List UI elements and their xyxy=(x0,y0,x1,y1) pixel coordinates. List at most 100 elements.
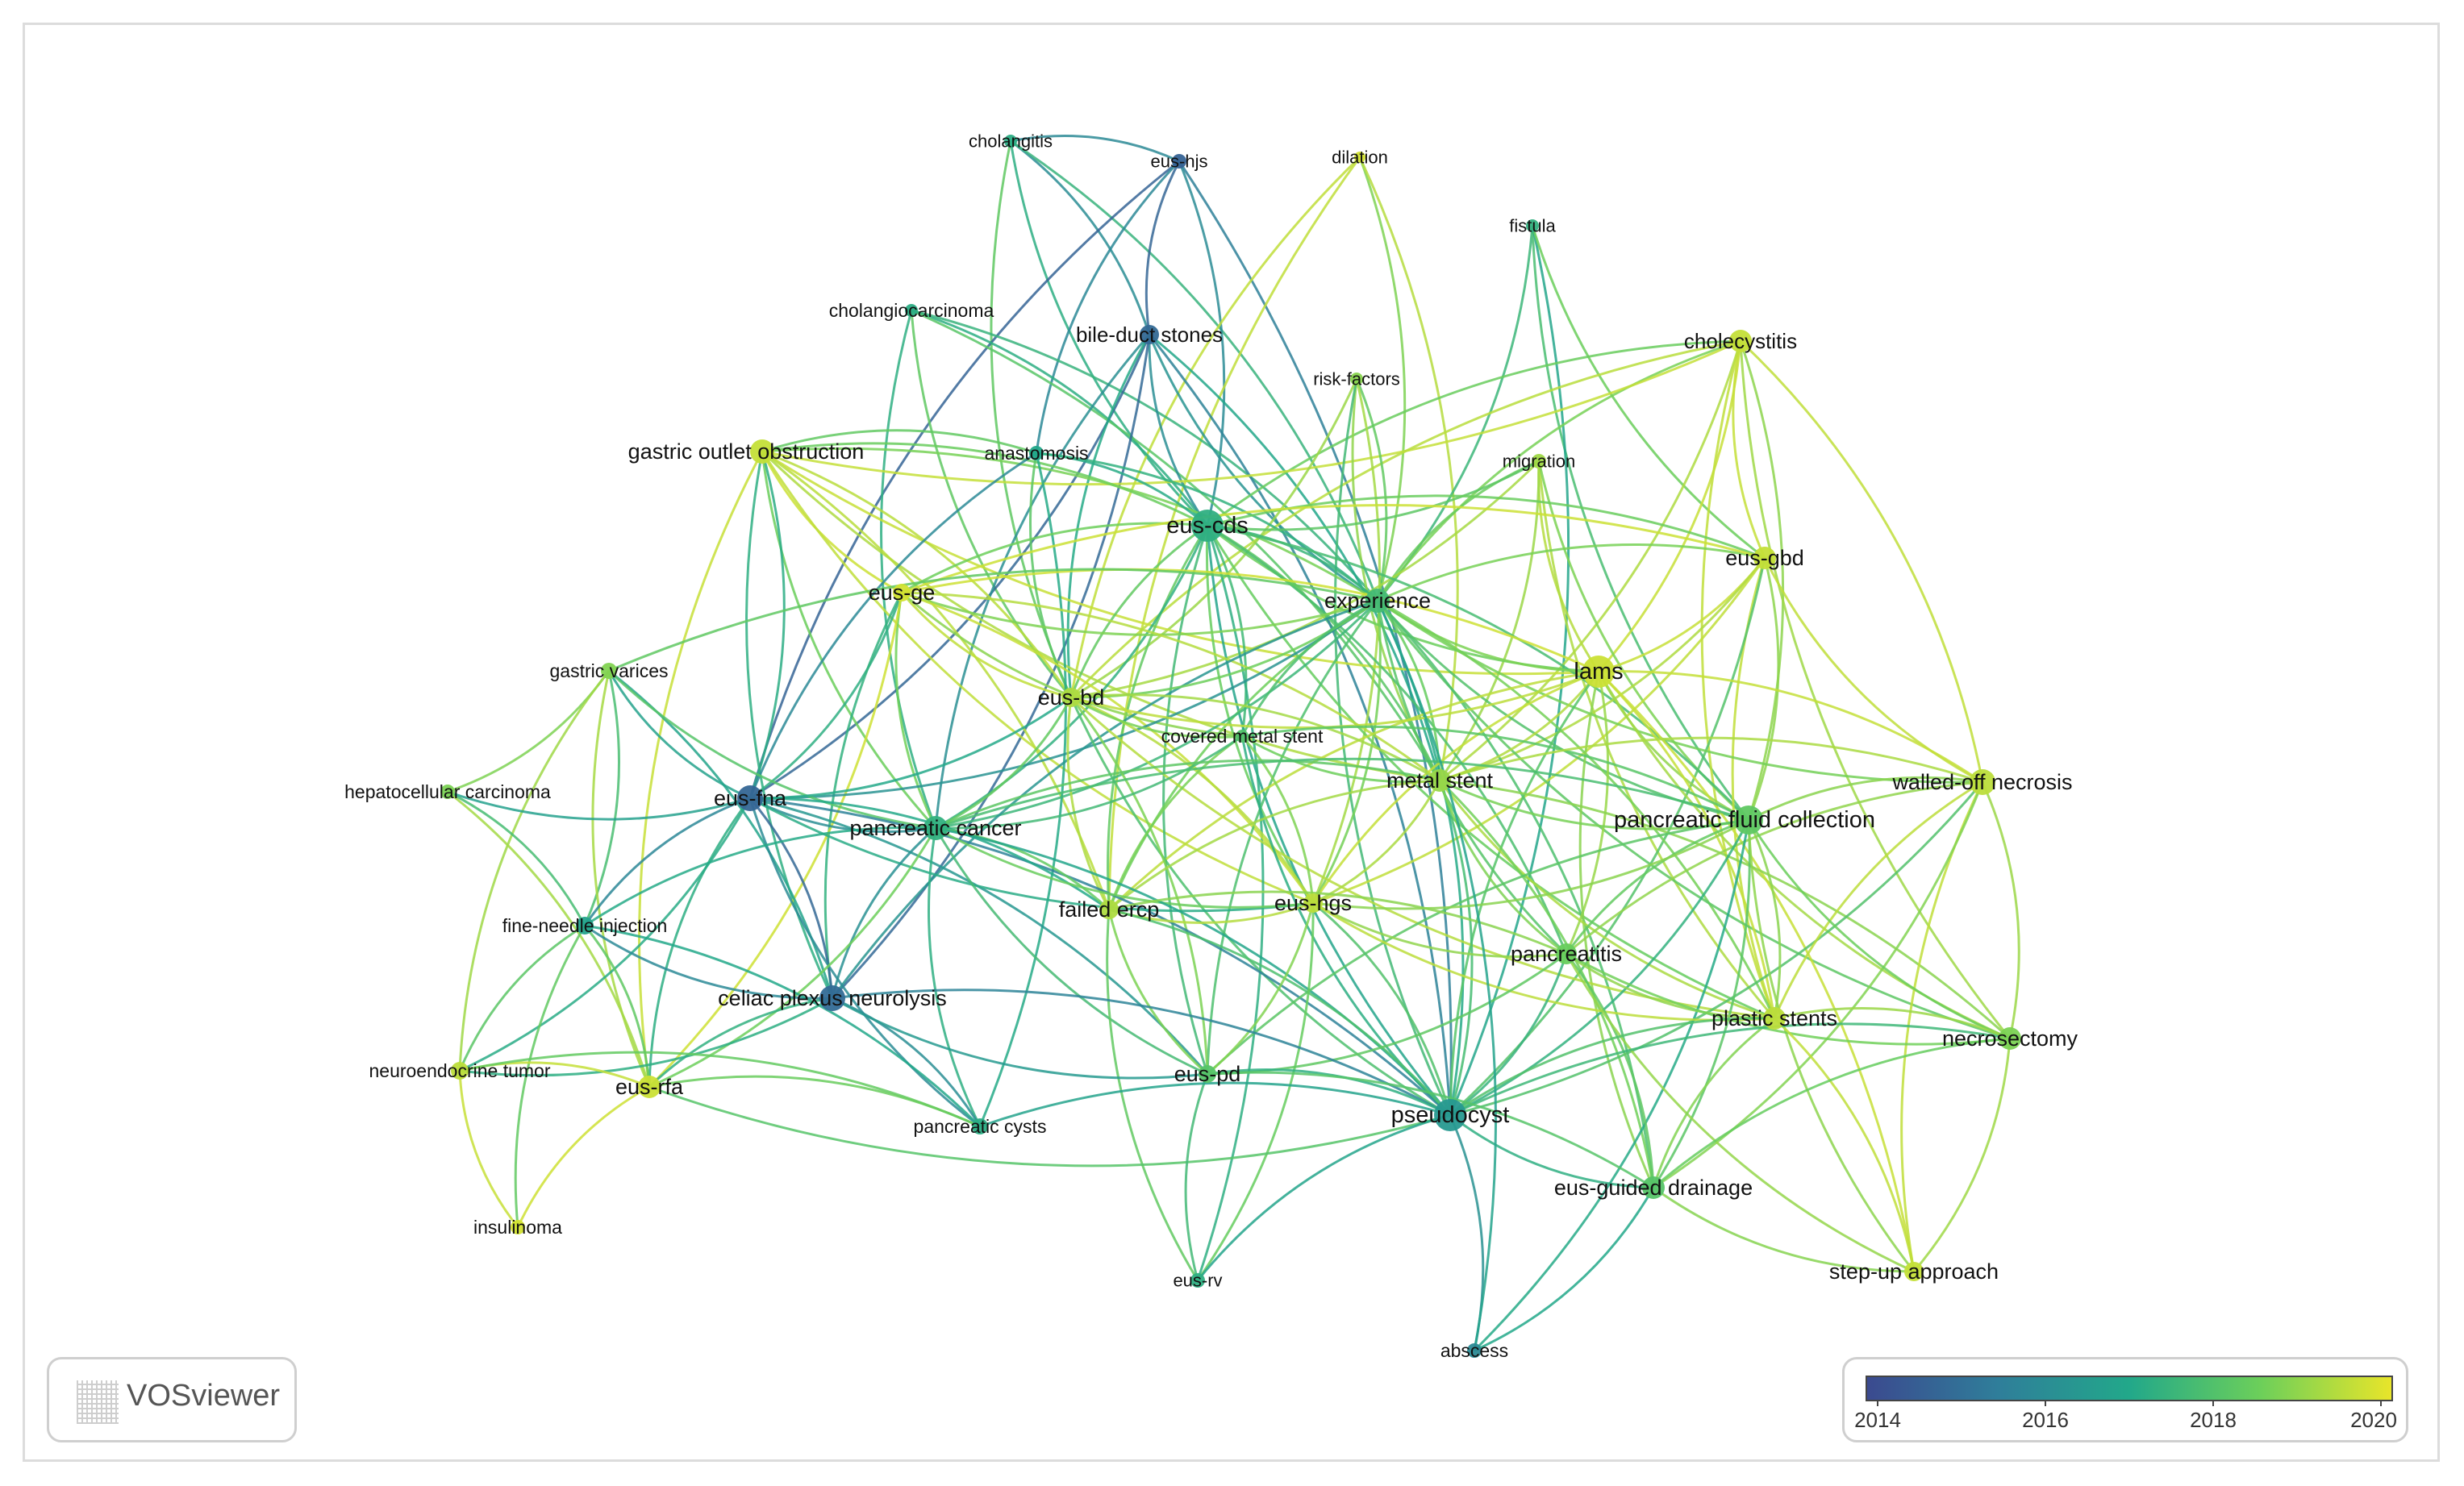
node-experience[interactable] xyxy=(1365,589,1390,613)
node-pseudocyst[interactable] xyxy=(1434,1099,1466,1131)
link-fine-needle-injection-neuroendocrine-tumor xyxy=(458,924,586,1072)
link-walled-off-necrosis-pancreatic-fluid-collection xyxy=(1748,776,1983,822)
node-label-cholecystitis: cholecystitis xyxy=(1684,329,1797,353)
node-plastic-stents[interactable] xyxy=(1763,1007,1786,1030)
legend-tick xyxy=(2380,1400,2382,1406)
node-covered-metal-stent[interactable] xyxy=(1236,730,1249,743)
node-fine-needle-injection[interactable] xyxy=(576,917,594,934)
link-gastric-varices-eus-fna xyxy=(607,670,751,800)
node-label-eus-gbd: eus-gbd xyxy=(1725,546,1804,570)
link-failed-ercp-pseudocyst xyxy=(1108,908,1452,1116)
node-hepatocellular-carcinoma[interactable] xyxy=(440,785,455,799)
link-eus-hgs-eus-pd xyxy=(1207,902,1315,1076)
node-label-step-up-approach: step-up approach xyxy=(1829,1259,1999,1284)
node-cholangitis[interactable] xyxy=(1004,135,1017,148)
node-label-covered-metal-stent: covered metal stent xyxy=(1161,726,1324,747)
link-lams-failed-ercp xyxy=(1107,670,1599,911)
node-label-pseudocyst: pseudocyst xyxy=(1391,1102,1510,1128)
node-cholangiocarcinoma[interactable] xyxy=(905,304,918,317)
node-necrosectomy[interactable] xyxy=(1999,1027,2021,1050)
node-migration[interactable] xyxy=(1532,454,1546,468)
link-metal-stent-eus-guided-drainage xyxy=(1438,779,1655,1188)
link-covered-metal-stent-pancreatic-cancer xyxy=(935,735,1243,830)
legend-label-2016: 2016 xyxy=(2022,1408,2069,1432)
node-pancreatic-fluid-collection[interactable] xyxy=(1734,805,1763,835)
node-eus-bd[interactable] xyxy=(1061,688,1081,707)
link-eus-rfa-pseudocyst xyxy=(648,1085,1451,1168)
node-anastomosis[interactable] xyxy=(1029,446,1044,460)
link-cholecystitis-pancreatic-fluid-collection xyxy=(1739,340,1785,821)
node-pancreatic-cancer[interactable] xyxy=(923,816,948,840)
node-label-pancreatic-cysts: pancreatic cysts xyxy=(914,1116,1047,1137)
link-eus-fna-eus-hgs xyxy=(749,797,1314,913)
link-metal-stent-eus-hgs xyxy=(1312,780,1441,905)
node-cholecystitis[interactable] xyxy=(1729,330,1752,352)
link-fine-needle-injection-pancreatic-cysts xyxy=(584,924,982,1128)
link-pancreatic-cancer-pancreatic-fluid-collection xyxy=(935,757,1749,830)
node-label-eus-pd: eus-pd xyxy=(1174,1062,1241,1086)
node-pancreatic-cysts[interactable] xyxy=(972,1118,988,1134)
node-risk-factors[interactable] xyxy=(1350,373,1363,385)
link-pseudocyst-abscess xyxy=(1449,1114,1485,1351)
node-eus-cds[interactable] xyxy=(1191,510,1224,542)
link-cholangiocarcinoma-eus-cds xyxy=(911,309,1209,527)
node-neuroendocrine-tumor[interactable] xyxy=(451,1062,469,1080)
node-gastric-outlet-obstruction[interactable] xyxy=(750,439,774,464)
node-eus-pd[interactable] xyxy=(1199,1065,1216,1083)
watermark-text: VOSviewer xyxy=(127,1379,281,1413)
node-label-insulinoma: insulinoma xyxy=(473,1217,562,1238)
node-step-up-approach[interactable] xyxy=(1904,1262,1924,1281)
node-fistula[interactable] xyxy=(1526,219,1539,232)
node-eus-rv[interactable] xyxy=(1190,1273,1205,1288)
link-eus-rv-pseudocyst xyxy=(1196,1113,1451,1281)
link-bile-duct-stones-pseudocyst xyxy=(1148,334,1452,1116)
node-metal-stent[interactable] xyxy=(1428,769,1451,792)
node-eus-fna[interactable] xyxy=(737,785,763,811)
node-eus-hjs[interactable] xyxy=(1172,154,1186,169)
node-celiac-plexus-neurolysis[interactable] xyxy=(819,985,845,1011)
node-eus-hgs[interactable] xyxy=(1303,893,1323,913)
node-eus-ge[interactable] xyxy=(893,584,911,601)
link-celiac-plexus-neurolysis-eus-pd xyxy=(832,997,1208,1080)
link-pancreatic-fluid-collection-step-up-approach xyxy=(1747,819,1916,1272)
node-label-eus-bd: eus-bd xyxy=(1038,685,1105,710)
link-eus-gbd-walled-off-necrosis xyxy=(1763,557,1983,784)
node-label-abscess: abscess xyxy=(1440,1340,1508,1361)
link-eus-pd-eus-guided-drainage xyxy=(1207,1071,1654,1189)
legend-label-2018: 2018 xyxy=(2190,1408,2237,1432)
node-label-eus-guided-drainage: eus-guided drainage xyxy=(1554,1176,1753,1200)
link-gastric-varices-experience xyxy=(608,568,1378,672)
node-eus-gbd[interactable] xyxy=(1753,547,1776,569)
node-insulinoma[interactable] xyxy=(511,1220,525,1234)
node-label-eus-hjs: eus-hjs xyxy=(1151,152,1208,172)
link-gastric-outlet-obstruction-lams xyxy=(761,450,1599,676)
link-eus-bd-pancreatic-cancer xyxy=(935,697,1073,830)
link-pancreatic-cancer-eus-hgs xyxy=(935,826,1314,909)
node-gastric-varices[interactable] xyxy=(601,663,617,679)
link-fistula-eus-gbd xyxy=(1531,225,1766,560)
link-eus-fna-fine-needle-injection xyxy=(583,797,751,926)
link-cholecystitis-metal-stent xyxy=(1439,340,1742,782)
node-walled-off-necrosis[interactable] xyxy=(1970,769,1995,795)
link-gastric-varices-eus-rfa xyxy=(591,670,651,1088)
link-pseudocyst-eus-guided-drainage xyxy=(1449,1113,1654,1189)
node-lams[interactable] xyxy=(1582,656,1615,688)
node-pancreatitis[interactable] xyxy=(1556,943,1577,964)
link-experience-celiac-plexus-neurolysis xyxy=(831,599,1378,999)
node-failed-ercp[interactable] xyxy=(1099,900,1119,919)
link-eus-hjs-anastomosis xyxy=(1035,160,1181,454)
node-dilation[interactable] xyxy=(1354,152,1365,163)
node-label-eus-hgs: eus-hgs xyxy=(1274,891,1352,915)
link-eus-ge-experience xyxy=(901,591,1378,636)
link-lams-step-up-approach xyxy=(1597,670,1916,1272)
node-abscess[interactable] xyxy=(1467,1343,1482,1358)
node-eus-rfa[interactable] xyxy=(638,1076,661,1098)
node-label-plastic-stents: plastic stents xyxy=(1711,1006,1837,1030)
node-bile-duct-stones[interactable] xyxy=(1140,325,1159,344)
link-pancreatic-cancer-celiac-plexus-neurolysis xyxy=(831,826,936,999)
link-pancreatic-fluid-collection-pseudocyst xyxy=(1449,819,1750,1117)
node-eus-guided-drainage[interactable] xyxy=(1642,1176,1665,1199)
link-cholecystitis-eus-bd xyxy=(1069,339,1741,699)
link-gastric-outlet-obstruction-eus-fna xyxy=(748,451,786,799)
